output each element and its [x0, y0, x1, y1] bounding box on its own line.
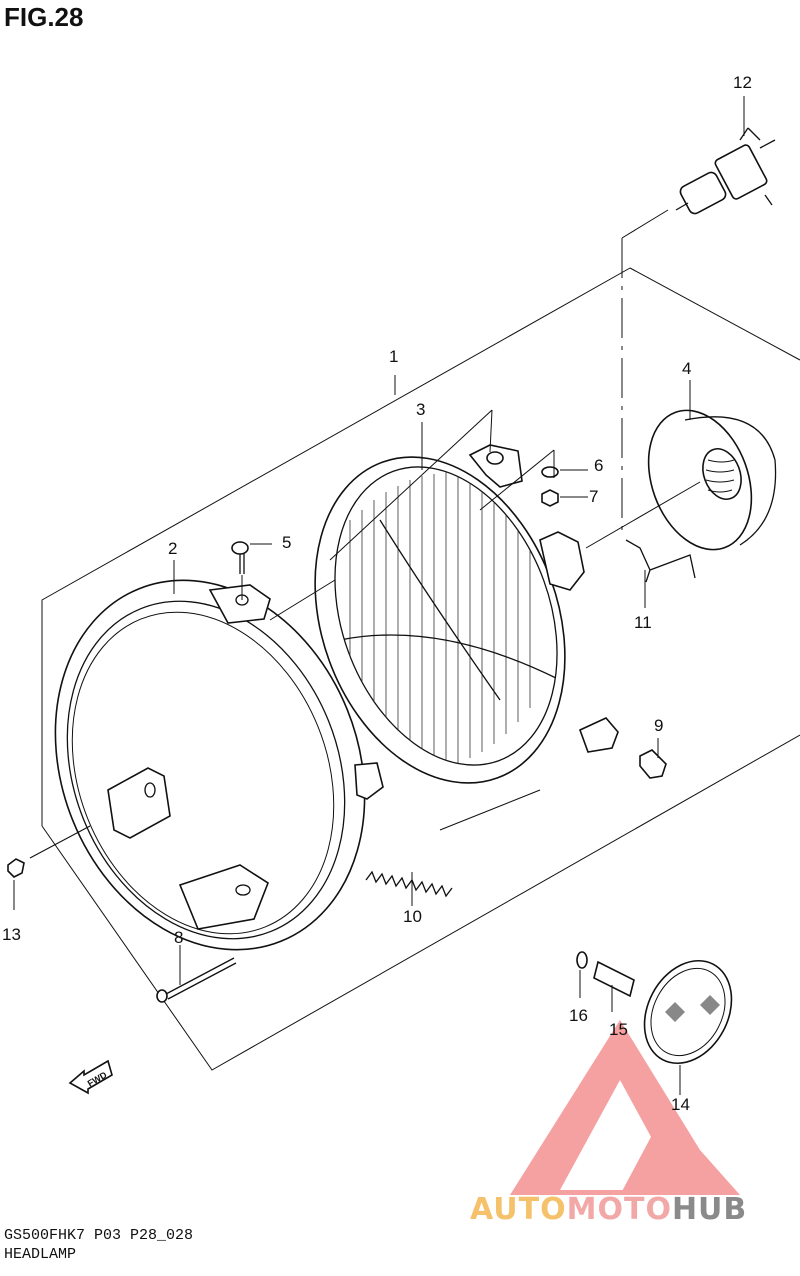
callout-2: 2 [168, 539, 177, 558]
spacer [593, 960, 635, 998]
callout-11: 11 [634, 613, 652, 632]
callout-7: 7 [589, 487, 598, 506]
headlamp-lens-unit [314, 444, 619, 784]
figure-title: FIG.28 [4, 2, 84, 32]
callout-12: 12 [733, 73, 752, 92]
callout-labels: 1 2 3 4 5 6 7 8 9 10 11 12 13 14 15 16 [2, 73, 752, 1114]
callout-16: 16 [569, 1006, 588, 1025]
watermark-text: AUTOMOTOHUB [470, 1192, 747, 1227]
bolt [7, 858, 25, 878]
callout-10: 10 [403, 907, 422, 926]
leader-lines [13, 96, 745, 1095]
screw [231, 541, 249, 574]
callout-14: 14 [671, 1095, 690, 1114]
adjusting-spring [365, 870, 453, 898]
bulb [675, 127, 776, 215]
callout-5: 5 [282, 533, 291, 552]
small-washer [576, 951, 588, 969]
headlamp-rim [54, 579, 384, 951]
callout-15: 15 [609, 1020, 628, 1039]
reflector [643, 959, 733, 1065]
callout-8: 8 [174, 928, 183, 947]
socket-cover [647, 409, 777, 551]
watermark-auto: AUTO [470, 1192, 567, 1227]
callout-6: 6 [594, 456, 603, 475]
nut [541, 489, 559, 507]
diagram-code: GS500FHK7 P03 P28_028 [4, 1227, 194, 1244]
diagram-footer: GS500FHK7 P03 P28_028 HEADLAMP [4, 1226, 193, 1264]
watermark-logo [510, 1020, 740, 1195]
fwd-arrow: FWD [68, 1059, 113, 1095]
callout-9: 9 [654, 716, 663, 735]
retaining-spring [625, 539, 696, 583]
watermark-hub: HUB [671, 1192, 748, 1227]
callout-4: 4 [682, 359, 691, 378]
washer [541, 466, 559, 478]
adjusting-screw [156, 957, 237, 1003]
clip-nut [639, 749, 667, 779]
callout-1: 1 [389, 347, 398, 366]
watermark-moto: MOTO [566, 1192, 672, 1227]
callout-3: 3 [416, 400, 425, 419]
assembly-outline [41, 209, 800, 1071]
diagram-name: HEADLAMP [4, 1246, 77, 1263]
callout-13: 13 [2, 925, 21, 944]
